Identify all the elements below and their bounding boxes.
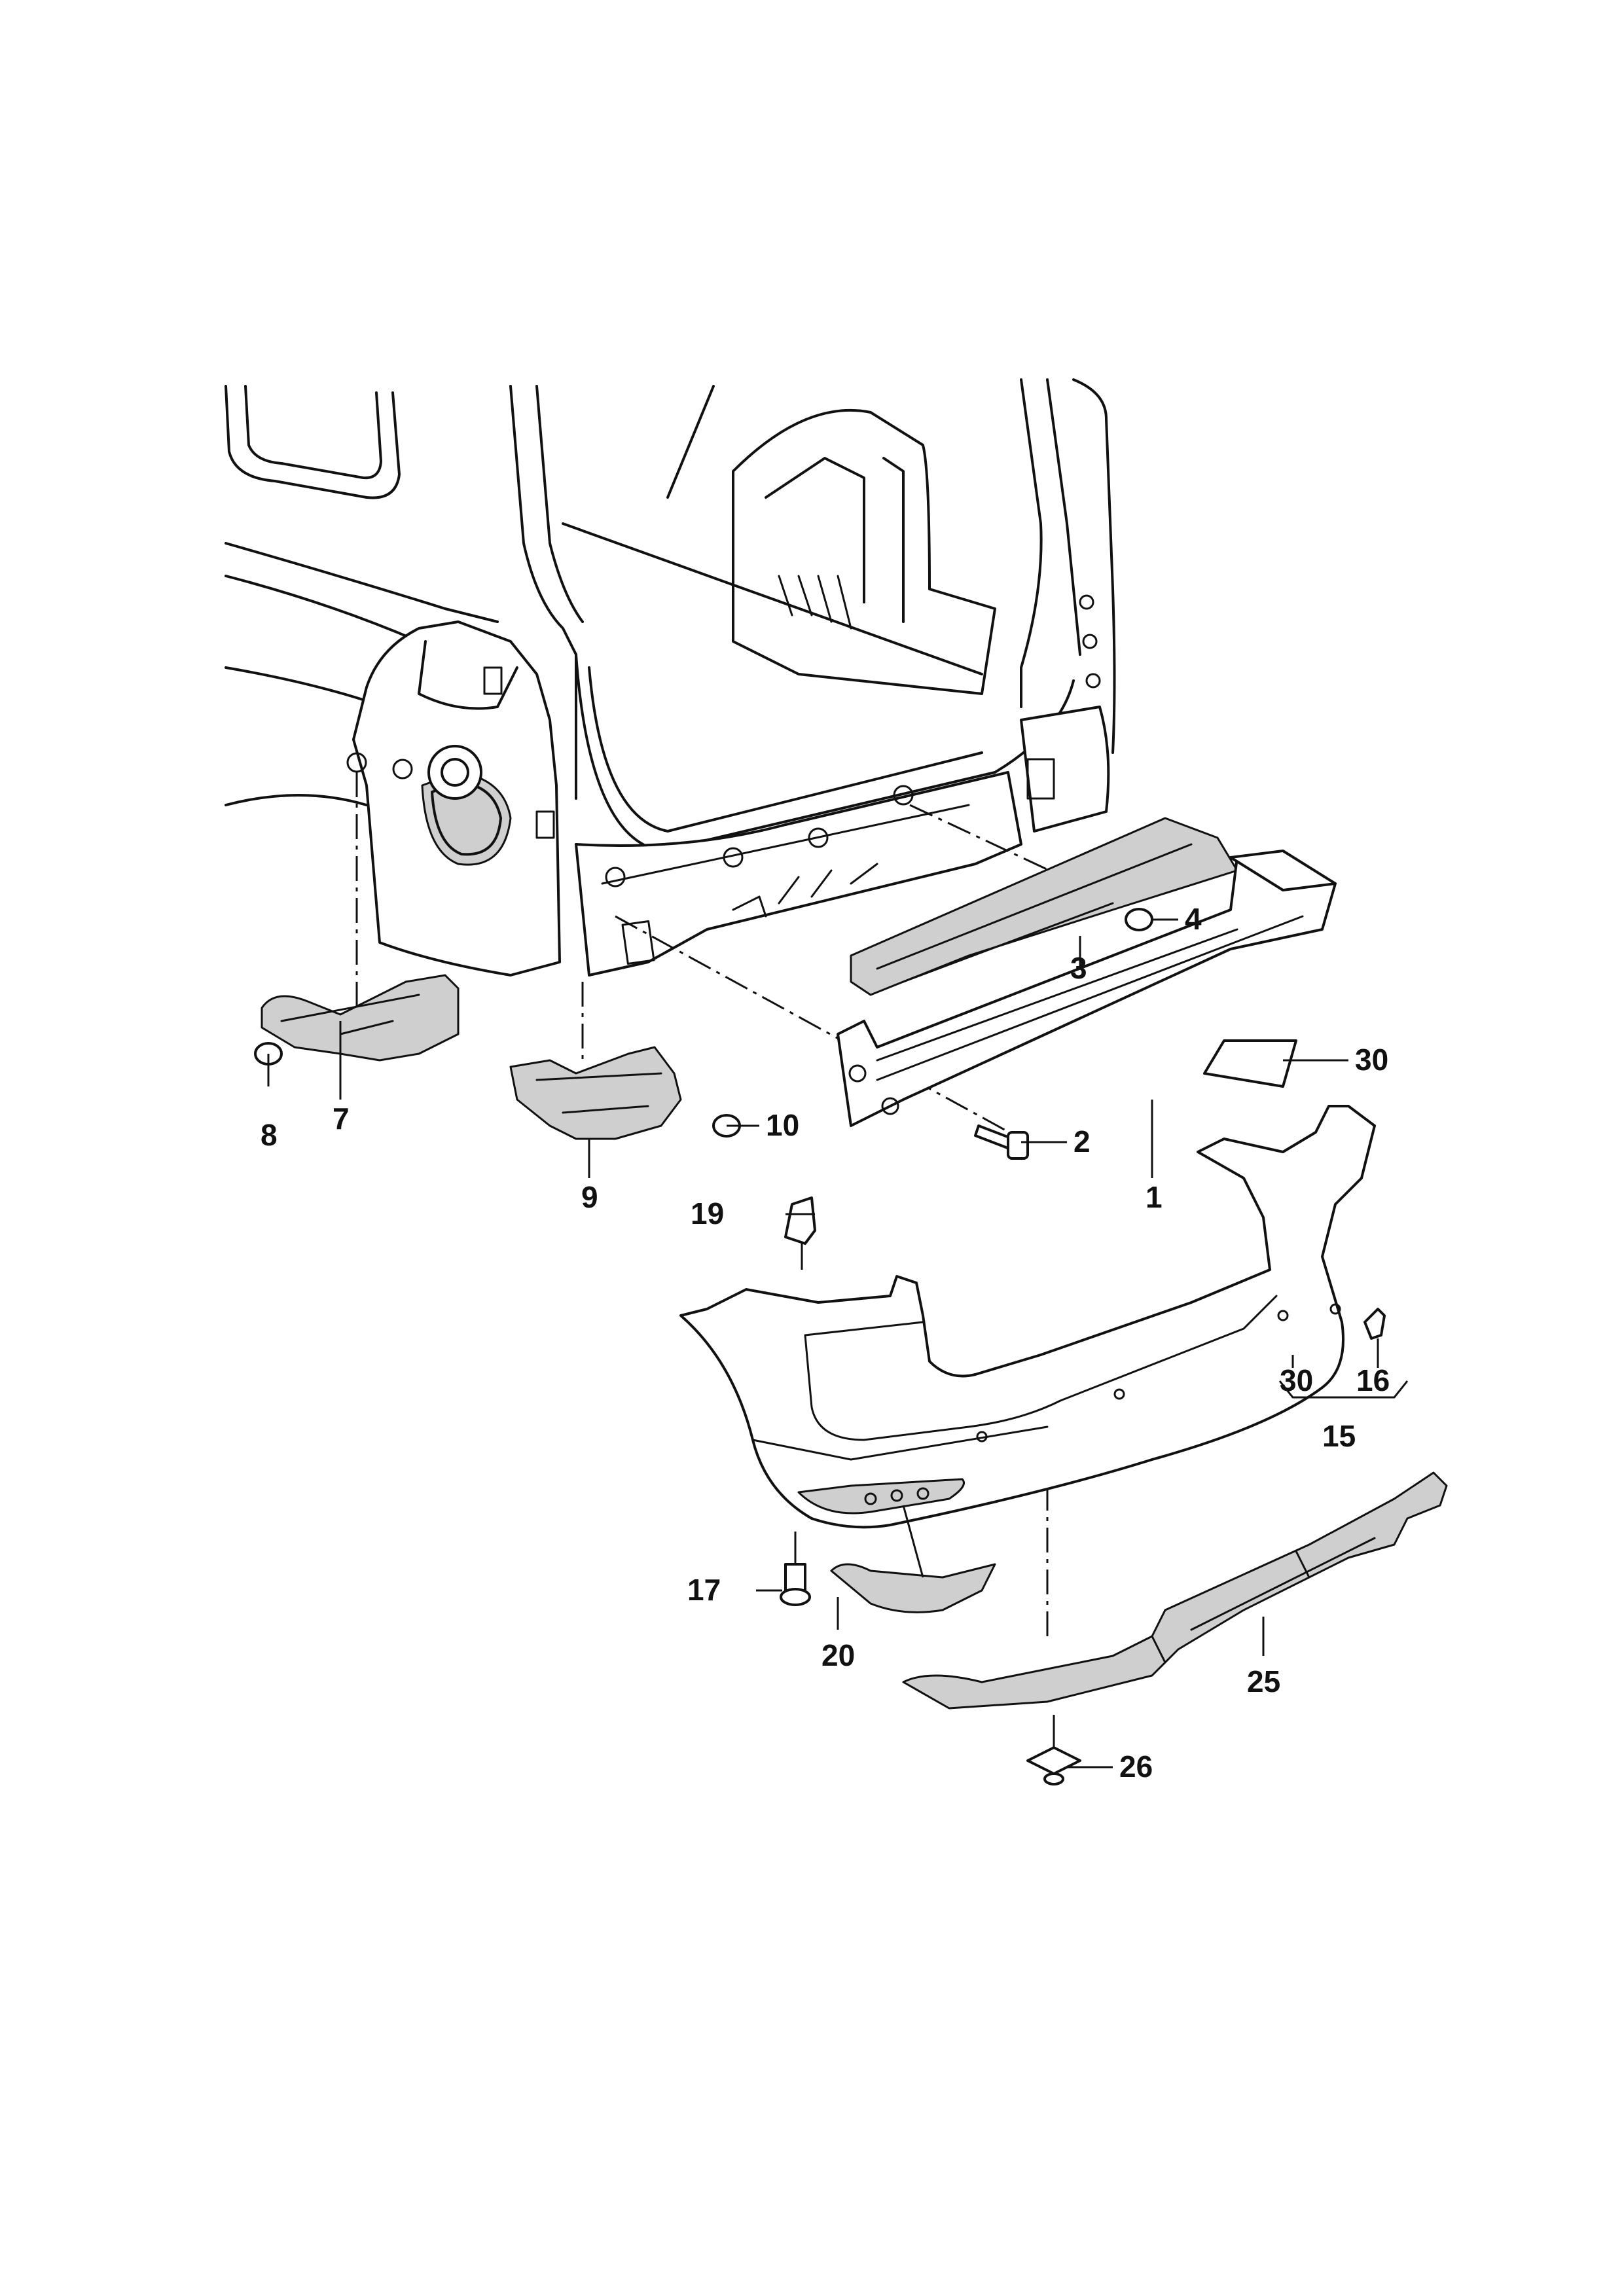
- callout-7: 7: [333, 1102, 350, 1136]
- callout-25: 25: [1247, 1664, 1280, 1698]
- callout-3: 3: [1070, 951, 1087, 985]
- callout-16: 16: [1356, 1363, 1390, 1397]
- part-3-reinforcement: [850, 817, 1238, 996]
- callout-labels: 1 2 3 4 7 8 9 10 15 16 17 19 20 25 26 30…: [261, 902, 1390, 1784]
- callout-30-lower: 30: [1280, 1363, 1313, 1397]
- callout-10: 10: [766, 1108, 799, 1142]
- callout-2: 2: [1074, 1124, 1091, 1158]
- part-25-diffuser: [902, 1471, 1448, 1710]
- part-17-screw: [780, 1532, 811, 1606]
- callout-26: 26: [1119, 1749, 1153, 1784]
- part-19-clip: [784, 1196, 816, 1270]
- callout-30-upper: 30: [1355, 1043, 1388, 1077]
- callout-15: 15: [1322, 1419, 1356, 1453]
- callout-8: 8: [261, 1118, 278, 1152]
- callout-1: 1: [1146, 1180, 1163, 1214]
- callout-17: 17: [687, 1573, 721, 1607]
- part-15-bumper-cover: [679, 1105, 1376, 1529]
- vehicle-body-rear: [225, 378, 1116, 977]
- part-2-bolt: [974, 1124, 1029, 1160]
- callout-4: 4: [1185, 902, 1202, 936]
- part-16-clip: [1363, 1308, 1386, 1340]
- part-4-nut: [1125, 908, 1153, 931]
- callout-19: 19: [691, 1196, 724, 1230]
- callout-9: 9: [581, 1180, 598, 1214]
- callout-20: 20: [821, 1638, 855, 1672]
- part-20-trim: [830, 1505, 996, 1613]
- part-30-pad: [1203, 1039, 1297, 1088]
- part-9-bracket: [509, 1046, 682, 1140]
- part-7-bracket: [261, 974, 460, 1062]
- part-26-nut: [1026, 1715, 1081, 1785]
- callout-leader-lines: [267, 918, 1409, 1768]
- part-1-bumper-carrier: [837, 850, 1337, 1127]
